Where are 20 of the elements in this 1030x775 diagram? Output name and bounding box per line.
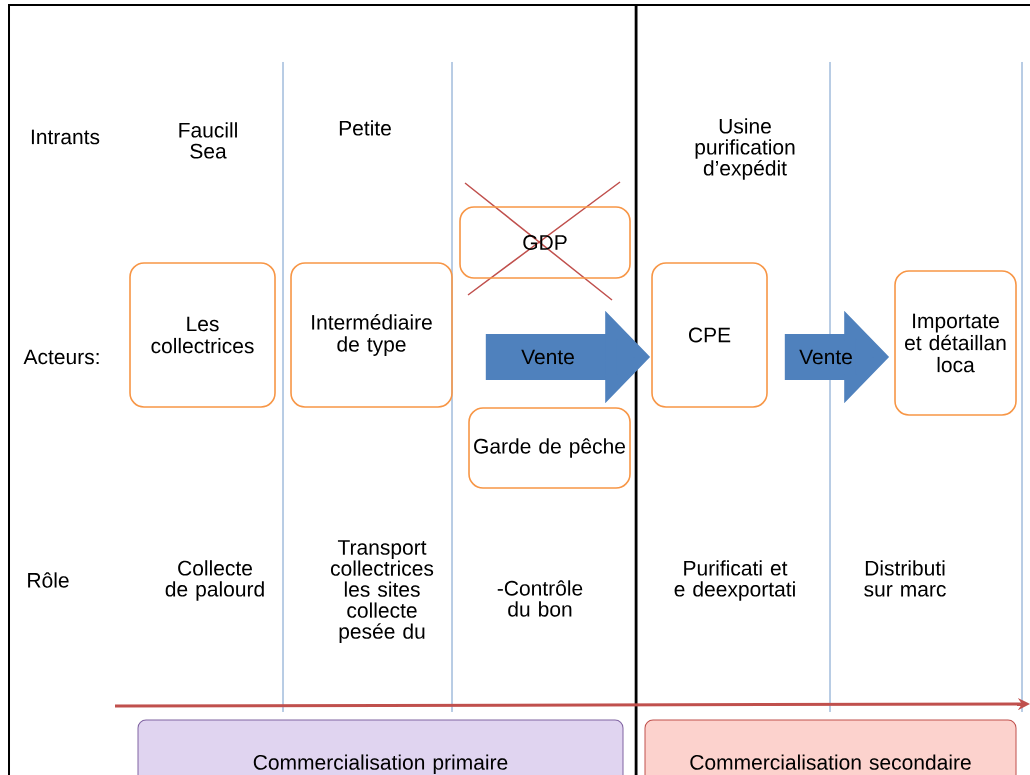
- actor-box: Importate et détaillan loca: [894, 270, 1017, 416]
- label-text: Distributi sur marc: [864, 560, 946, 597]
- label-text: Usine purification d’expédit: [695, 118, 795, 180]
- label-text: Faucill Sea: [179, 122, 237, 159]
- phase-band: Commercialisation secondaire: [644, 719, 1017, 775]
- actor-box: Intermédiaire de type: [290, 262, 453, 408]
- actor-box: Les collectrices: [129, 262, 276, 408]
- edge-label: Vente: [799, 349, 852, 365]
- actor-box: Garde de pêche: [468, 407, 631, 489]
- row-label: Acteurs:: [23, 349, 99, 365]
- actor-box: CPE: [651, 262, 768, 408]
- phase-band: Commercialisation primaire: [137, 719, 624, 775]
- row-label: Rôle: [28, 572, 69, 588]
- label-text: Petite: [339, 120, 391, 136]
- label-text: Transport collectrices les sites collecte pesée du: [330, 540, 434, 643]
- row-label: Intrants: [31, 129, 100, 145]
- label-text: -Contrôle du bon: [497, 580, 583, 617]
- edge-label: Vente: [521, 349, 574, 365]
- label-text: Purificati et e deexportati: [674, 560, 795, 601]
- label-text: Collecte de palourd: [165, 560, 264, 601]
